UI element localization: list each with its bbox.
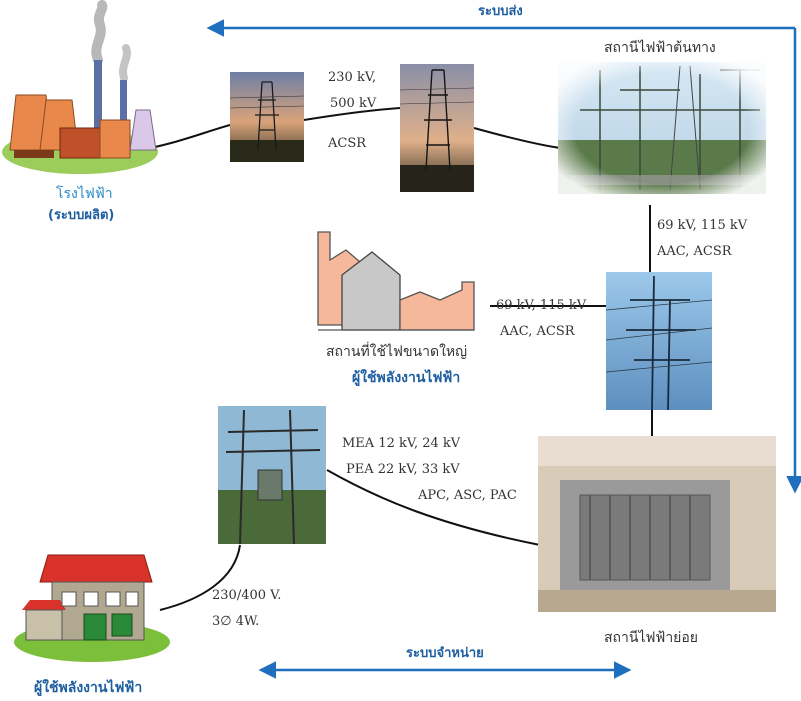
power-plant-illustration [2, 0, 158, 174]
low-voltage-phase: 3∅ 4W. [212, 614, 260, 629]
low-voltage-value: 230/400 V. [212, 588, 282, 603]
large-consumer-illustration [317, 231, 475, 331]
horizontal-line-voltage: 69 kV, 115 kV [496, 298, 587, 313]
source-substation-name: สถานีไฟฟ้าต้นทาง [604, 40, 716, 56]
horizontal-line-conductor: AAC, ACSR [500, 324, 575, 339]
large-consumer-role: ผู้ใช้พลังงานไฟฟ้า [352, 370, 461, 386]
transmission-tower-photo-2 [399, 64, 475, 192]
substation-photo [538, 436, 776, 612]
house-illustration [14, 554, 170, 662]
source-substation-photo [558, 62, 766, 194]
line-voltage-500: 500 kV [330, 96, 377, 111]
large-consumer-name: สถานที่ใช้ไฟขนาดใหญ่ [326, 344, 468, 360]
distribution-pea: PEA 22 kV, 33 kV [346, 462, 460, 477]
substation-name: สถานีไฟฟ้าย่อย [604, 630, 698, 646]
distribution-pole-photo [218, 406, 326, 545]
transmission-tower-photo-1 [229, 72, 305, 162]
line-conductor-acsr: ACSR [328, 136, 367, 151]
transmission-arrow [206, 19, 801, 494]
vertical-line-voltage: 69 kV, 115 kV [657, 218, 748, 233]
house-consumer-role: ผู้ใช้พลังงานไฟฟ้า [34, 680, 143, 696]
subtransmission-pole-photo [605, 272, 713, 411]
distribution-system-label: ระบบจำหน่าย [406, 646, 484, 661]
generation-system-label: (ระบบผลิต) [48, 208, 115, 223]
distribution-mea: MEA 12 kV, 24 kV [342, 436, 461, 451]
line-voltage-230: 230 kV, [328, 70, 377, 85]
connection-lines [149, 107, 653, 611]
power-plant-name: โรงไฟฟ้า [56, 186, 113, 202]
transmission-system-label: ระบบส่ง [478, 4, 523, 19]
distribution-conductor: APC, ASC, PAC [418, 488, 517, 503]
vertical-line-conductor: AAC, ACSR [657, 244, 732, 259]
